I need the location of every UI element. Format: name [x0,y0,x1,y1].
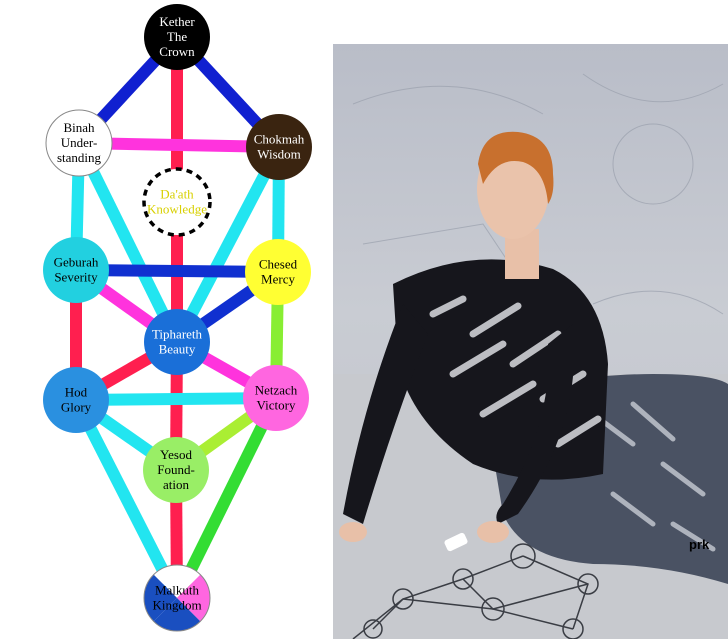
photograph: prk [333,44,728,639]
sephirah-circle [243,365,309,431]
floor-chalk-tree [352,543,599,639]
daath-dashed-outline [142,167,212,237]
sephirah-label: Found- [157,462,195,477]
sephirah-label: Victory [257,398,296,413]
path-hod-malkuth [70,397,183,601]
sephirah-label: Malkuth [155,583,200,598]
sephirah-label: standing [57,150,102,165]
malkuth-quadrant [177,574,210,622]
sephirah-label: Geburah [54,255,99,270]
chalk [444,532,468,552]
sephirah-circle [246,114,312,180]
sephirah-label: The [167,29,187,44]
malkuth-quadrant [144,574,177,622]
sephirah-circle [245,239,311,305]
sephirah-label: Kether [159,14,195,29]
path-hod-netzach [75,392,277,406]
path-geburah-chesed [75,264,279,278]
photo-credit: prk [689,537,710,552]
sephirah-label: Yesod [160,447,192,462]
sephirah-label: Hod [65,385,88,400]
shirt-stripes [429,295,602,448]
sephirah-circle [43,237,109,303]
malkuth-quadrant [153,565,201,598]
path-chokmah-tiphareth [171,144,285,345]
sephirah-label: ation [163,477,189,492]
path-binah-tiphareth [73,140,183,345]
daath-fill [144,169,210,235]
sephirah-label: Knowledge [147,202,207,217]
sephirah-label: Kingdom [152,598,201,613]
sephirah-circle [45,109,113,177]
sephirah-label: Netzach [255,383,298,398]
sephirah-label: Crown [159,44,195,59]
sephirah-label: Binah [63,120,95,135]
sephirah-label: Glory [61,400,92,415]
sephirah-label: Beauty [159,342,196,357]
sephirah-circle [144,309,210,375]
path-netzach-malkuth [171,395,282,601]
sephirah-label: Severity [54,270,98,285]
malkuth-quadrant [153,598,201,631]
sephirah-circle [143,437,209,503]
sephirah-label: Tiphareth [152,327,203,342]
sephirah-label: Chesed [259,257,298,272]
sephirah-circle [43,367,109,433]
malkuth-outline [143,564,211,632]
sephirah-label: Under- [61,135,98,150]
sephirah-label: Da'ath [160,187,194,202]
sephirah-label: Mercy [261,272,295,287]
left-arm [343,304,428,524]
right-arm [496,324,575,524]
photo-illustration [333,73,728,639]
sephirah-label: Chokmah [254,132,305,147]
left-hand [339,522,367,542]
sephirah-label: Wisdom [257,147,301,162]
sephirah-circle [144,4,210,70]
right-hand [477,521,509,543]
hair [478,131,554,204]
